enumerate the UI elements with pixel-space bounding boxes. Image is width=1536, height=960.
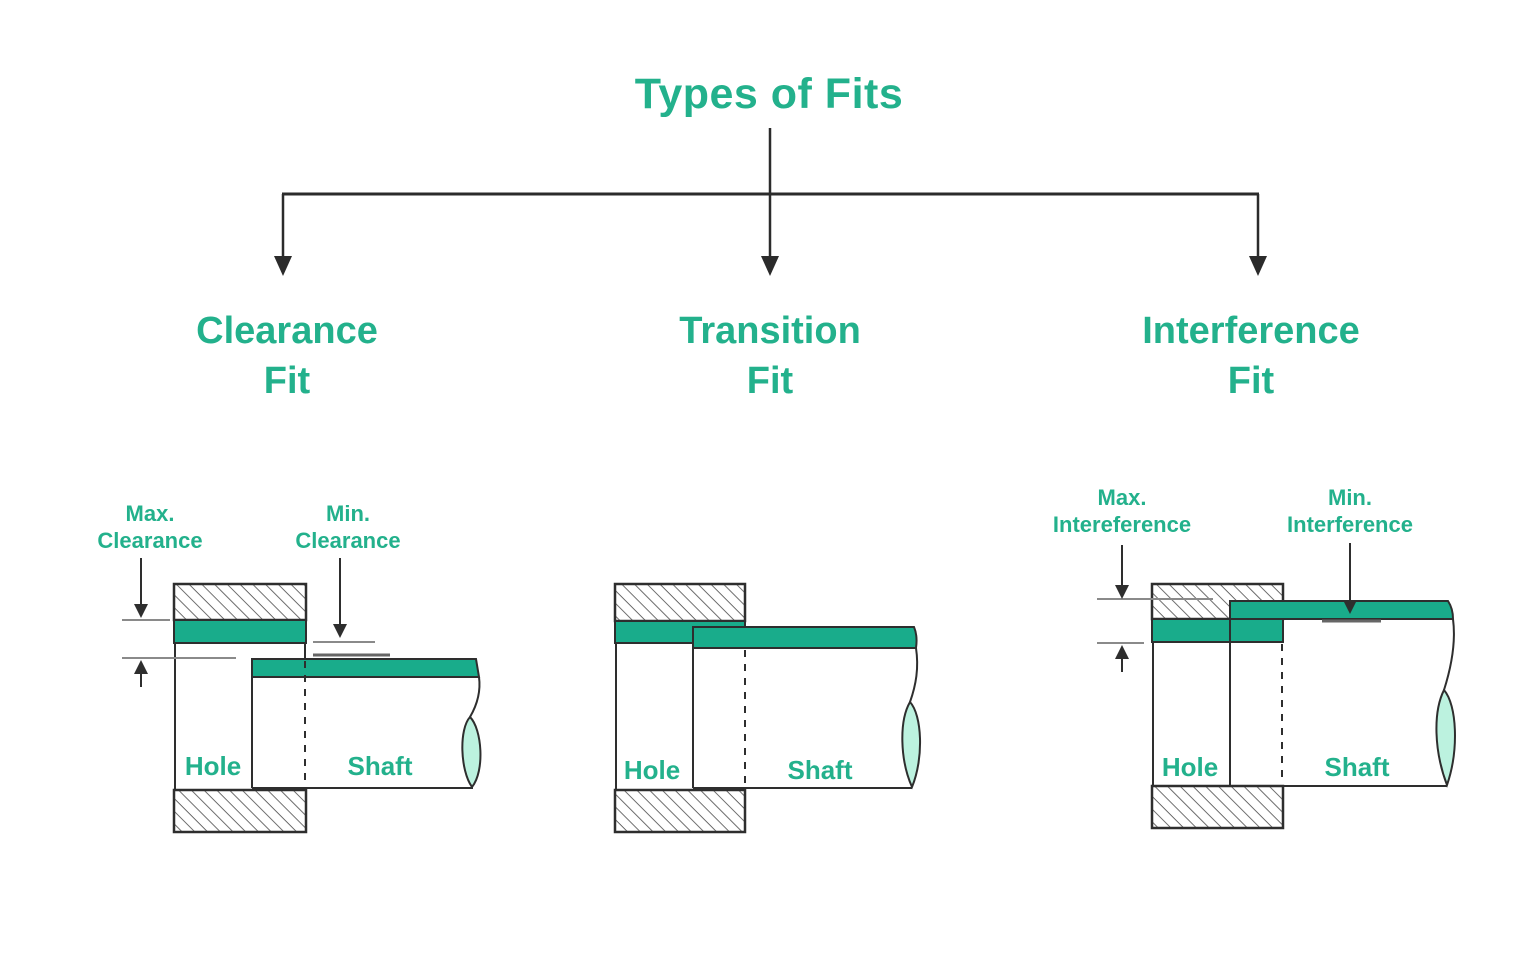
interference-shaft-tolerance-band bbox=[1229, 600, 1455, 620]
clearance-fit-header-line1: Clearance bbox=[196, 310, 378, 352]
clearance-shaft-right-edge bbox=[469, 676, 481, 718]
interference-fit-header-line2: Fit bbox=[1227, 360, 1275, 402]
transition-shaft-tolerance-band bbox=[692, 626, 918, 649]
clearance-hole-tolerance-band bbox=[173, 619, 307, 644]
transition-shaft-break-lens bbox=[901, 700, 921, 790]
page-title: Types of Fits bbox=[634, 70, 904, 118]
interference-shaft-label: Shaft bbox=[1324, 752, 1390, 782]
min-clearance-label-line1: Min. bbox=[326, 501, 370, 526]
min-interference-label: Min. Interference bbox=[1287, 484, 1413, 538]
clearance-hole-bottom-hatch bbox=[172, 788, 308, 834]
interference-fit-header-line1: Interference bbox=[1142, 310, 1360, 352]
max-interference-label-line1: Max. bbox=[1097, 485, 1147, 510]
interference-shaft-right-edge bbox=[1443, 618, 1455, 691]
clearance-fit-header: Clearance Fit bbox=[196, 306, 378, 406]
transition-fit-header: Transition Fit bbox=[679, 306, 861, 406]
interference-fit-header: Interference Fit bbox=[1142, 306, 1360, 406]
arrow-up-icon bbox=[1115, 645, 1129, 659]
arrow-down-icon bbox=[761, 256, 779, 276]
clearance-shaft-label: Shaft bbox=[347, 751, 413, 781]
interference-hole-tolerance-band bbox=[1151, 618, 1284, 643]
clearance-shaft-tolerance-band bbox=[251, 658, 481, 678]
arrow-down-icon bbox=[1249, 256, 1267, 276]
transition-shaft-label: Shaft bbox=[787, 755, 853, 785]
transition-fit-drawing bbox=[613, 582, 921, 834]
arrow-down-icon bbox=[1343, 600, 1357, 614]
transition-hole-label: Hole bbox=[623, 755, 681, 785]
transition-shaft-right-edge bbox=[909, 647, 919, 703]
interference-hole-label: Hole bbox=[1161, 752, 1219, 782]
arrow-up-icon bbox=[134, 660, 148, 674]
interference-shaft-break-lens bbox=[1435, 688, 1456, 788]
tree-connector bbox=[274, 128, 1267, 276]
clearance-fit-header-line2: Fit bbox=[263, 360, 311, 402]
max-clearance-label-line1: Max. bbox=[125, 501, 175, 526]
min-interference-label-line1: Min. bbox=[1327, 485, 1372, 510]
transition-hole-top-hatch bbox=[613, 582, 747, 623]
clearance-hole-label: Hole bbox=[184, 751, 242, 781]
clearance-hole-top-hatch bbox=[172, 582, 308, 622]
clearance-shaft-break-lens bbox=[461, 715, 482, 789]
max-clearance-label-line2: Clearance bbox=[97, 528, 203, 553]
min-clearance-label: Min. Clearance bbox=[295, 500, 400, 554]
transition-fit-header-line2: Fit bbox=[746, 360, 794, 402]
min-interference-label-line2: Interference bbox=[1287, 512, 1413, 537]
arrow-down-icon bbox=[274, 256, 292, 276]
transition-hole-bottom-hatch bbox=[613, 788, 747, 834]
transition-fit-header-line1: Transition bbox=[679, 310, 861, 352]
arrow-down-icon bbox=[1115, 585, 1129, 599]
arrow-down-icon bbox=[134, 604, 148, 618]
min-clearance-label-line2: Clearance bbox=[295, 528, 401, 553]
max-interference-label: Max. Intereference bbox=[1053, 484, 1191, 538]
interference-fit-drawing bbox=[1097, 543, 1456, 830]
arrow-down-icon bbox=[333, 624, 347, 638]
max-clearance-label: Max. Clearance bbox=[97, 500, 202, 554]
max-interference-label-line2: Intereference bbox=[1052, 512, 1192, 537]
interference-hole-bottom-hatch bbox=[1150, 784, 1285, 830]
clearance-fit-drawing bbox=[122, 558, 482, 834]
